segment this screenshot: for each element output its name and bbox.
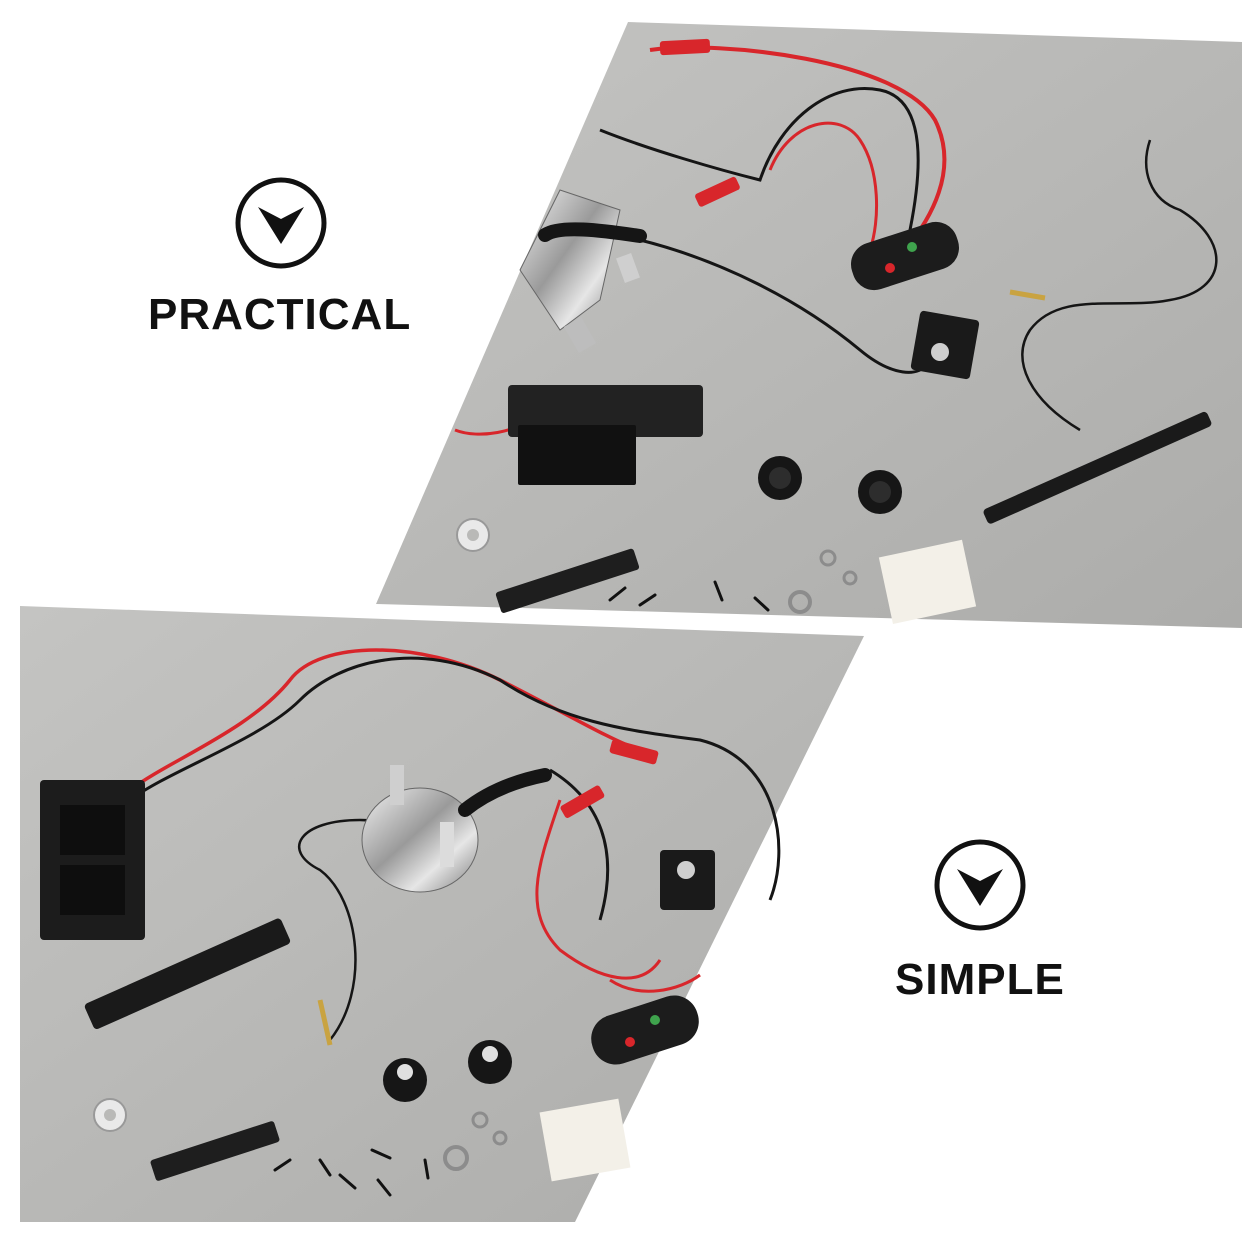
bottom-black-wire <box>129 656 781 901</box>
bottom-red-wire-2 <box>535 799 662 980</box>
bottom-black-wire-2 <box>549 768 610 921</box>
bottom-preamp-panel <box>591 995 699 1065</box>
bottom-output-jack <box>660 850 715 910</box>
top-adhesive-pad <box>878 539 977 624</box>
top-product-photo <box>376 22 1242 628</box>
feature-label-practical: PRACTICAL <box>148 290 412 339</box>
bottom-battery-box <box>40 780 145 940</box>
top-red-wire-2 <box>768 121 878 251</box>
chevron-down-circle-icon <box>934 839 1026 931</box>
top-red-connector-2 <box>695 176 740 207</box>
bottom-red-connector-2 <box>560 785 605 818</box>
top-battery-box <box>508 385 703 485</box>
bottom-red-wire <box>128 648 641 792</box>
top-output-jack <box>910 310 980 380</box>
top-knob-left <box>758 456 802 500</box>
bottom-adhesive-pad <box>539 1098 631 1182</box>
bottom-endpin-jack <box>361 765 552 893</box>
top-knob-right <box>858 470 902 514</box>
top-pickup-wire <box>1021 139 1218 432</box>
bottom-knob-right <box>468 1040 512 1084</box>
top-black-wire <box>599 87 920 231</box>
bottom-knob-left <box>383 1058 427 1102</box>
bottom-red-connector <box>609 739 659 765</box>
bottom-screws <box>273 1148 430 1197</box>
top-red-connector <box>659 38 711 56</box>
top-nut <box>788 590 812 614</box>
chevron-down-circle-icon <box>235 177 327 269</box>
bottom-red-wire-3 <box>609 973 701 993</box>
top-black-wire-2 <box>639 238 932 374</box>
bottom-product-photo <box>20 606 864 1222</box>
bottom-saddle-bar <box>150 1121 280 1181</box>
top-screws <box>608 580 770 612</box>
top-saddle-bar <box>495 548 640 613</box>
top-preamp-panel <box>850 221 960 291</box>
top-red-wire <box>649 45 947 252</box>
bottom-photo-backdrop <box>20 606 864 1222</box>
top-endpin-jack <box>519 189 647 353</box>
top-photo-backdrop <box>376 22 1242 628</box>
bottom-piezo-pickup <box>84 918 333 1046</box>
bottom-nut <box>443 1145 469 1171</box>
top-piezo-pickup <box>983 289 1212 524</box>
feature-label-simple: SIMPLE <box>895 955 1065 1004</box>
